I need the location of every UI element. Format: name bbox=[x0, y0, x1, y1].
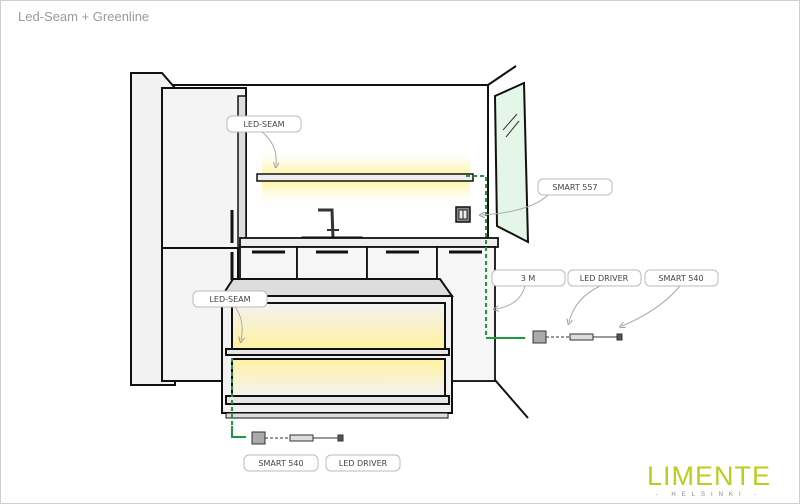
window bbox=[493, 81, 530, 244]
callout-text: LED DRIVER bbox=[339, 459, 388, 468]
diagram-title: Led-Seam + Greenline bbox=[18, 9, 149, 24]
callout-smart-540-bottom: SMART 540 bbox=[243, 454, 319, 472]
plug-icon bbox=[337, 434, 344, 442]
logo-name: LIMENTE bbox=[647, 461, 771, 491]
callout-text: SMART 540 bbox=[258, 459, 303, 468]
plug-icon bbox=[616, 333, 623, 341]
callout-led-seam-island: LED-SEAM bbox=[192, 290, 268, 308]
devices-right bbox=[532, 330, 623, 344]
smart-557-switch bbox=[455, 206, 471, 223]
faucet bbox=[318, 208, 339, 239]
callout-3m: 3 M bbox=[491, 269, 566, 287]
callout-arrows bbox=[234, 131, 681, 340]
wall-shelf bbox=[256, 173, 474, 182]
tall-cabinet bbox=[130, 72, 247, 386]
callout-text: LED-SEAM bbox=[243, 120, 284, 129]
callout-led-driver-bottom: LED DRIVER bbox=[325, 454, 401, 472]
led-driver-box bbox=[289, 434, 314, 442]
callout-text: LED DRIVER bbox=[580, 274, 629, 283]
callout-smart-557: SMART 557 bbox=[537, 178, 613, 196]
lower-cabinets bbox=[239, 237, 499, 382]
greenline-cable bbox=[231, 175, 525, 438]
callout-led-driver-right: LED DRIVER bbox=[567, 269, 642, 287]
smart-540-box bbox=[532, 330, 547, 344]
callout-text: LED-SEAM bbox=[209, 295, 250, 304]
callout-text: 3 M bbox=[521, 274, 536, 283]
smart-540-box bbox=[251, 431, 266, 445]
devices-bottom bbox=[251, 431, 344, 445]
logo-sub: - HELSINKI - bbox=[656, 492, 763, 498]
kitchen-island bbox=[220, 278, 454, 419]
callout-led-seam-upper: LED-SEAM bbox=[226, 115, 302, 133]
callout-text: SMART 540 bbox=[658, 274, 703, 283]
limente-logo: LIMENTE - HELSINKI - bbox=[647, 461, 771, 498]
callout-text: SMART 557 bbox=[552, 183, 597, 192]
window-reflection bbox=[502, 113, 520, 138]
callout-smart-540-right: SMART 540 bbox=[644, 269, 719, 287]
led-driver-box bbox=[569, 333, 594, 341]
